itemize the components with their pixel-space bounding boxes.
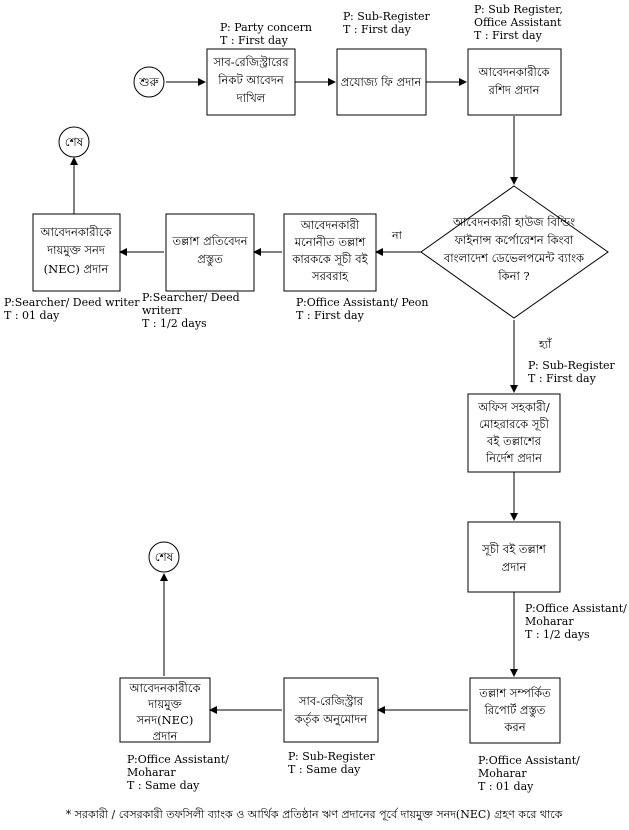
box-report-left-line-1: তল্লাশ প্রতিবেদন	[171, 234, 248, 248]
report-left-p-label: P:Searcher/ Deed	[142, 291, 240, 304]
decision-line-3: বাংলাদেশ ডেভেলপমেন্ট ব্যাংক	[443, 251, 585, 265]
box-supply-line-1: আবেদনকারী	[300, 218, 360, 232]
box-instruct-line-1: অফিস সহকারী/	[477, 400, 550, 414]
box-nec-bottom-line-1: আবেদনকারীকে	[128, 681, 201, 695]
nec-bottom-p-label: P:Office Assistant/	[127, 753, 229, 766]
box-nec-bottom-line-4: প্রদান	[153, 729, 179, 743]
box-instruct-line-2: মোহরারকে সূচী	[479, 417, 550, 432]
approve-p-label: P: Sub-Register	[288, 750, 376, 763]
instruct-t-label: T : First day	[528, 372, 597, 385]
nec-bottom-t-label: T : Same day	[127, 779, 200, 792]
nec-bottom-p2-label: Moharar	[127, 766, 176, 779]
box-search-report-line-1: তল্লাশ সম্পর্কিত	[478, 686, 552, 700]
report-left-t-label: T : 1/2 days	[142, 317, 207, 330]
box-report-left	[165, 213, 255, 292]
box-search-report-line-3: করন	[503, 720, 526, 734]
box-supply-line-2: মনোনীত তল্লাশ	[294, 235, 367, 249]
box-nec-bottom-line-3: সনদ(NEC)	[136, 713, 194, 727]
fee-p-label: P: Sub-Register	[343, 10, 431, 23]
nec-left-t-label: T : 01 day	[4, 309, 60, 322]
box-submit-line-1: সাব-রেজিস্ট্রারের	[212, 55, 289, 69]
box-approve	[283, 677, 379, 743]
fee-t-label: T : First day	[343, 23, 412, 36]
box-index-line-1: সূচী বই তল্লাশ	[481, 542, 547, 557]
box-nec-left-line-2: দায়মুক্ত সনদ	[46, 243, 106, 258]
approve-t-label: T : Same day	[288, 763, 361, 776]
decision-line-2: ফাইনান্স কর্পোরেশন কিংবা	[454, 233, 574, 247]
box-supply-line-3: কারককে সূচী বই	[291, 252, 368, 267]
box-fee	[336, 48, 427, 116]
box-fee-line-1: প্রযোজ্য ফি প্রদান	[341, 75, 423, 89]
search-report-p2-label: Moharar	[478, 767, 527, 780]
decision-no-label: না	[391, 229, 403, 242]
box-nec-bottom	[119, 677, 211, 743]
box-submit-line-3: দাখিল	[236, 91, 267, 105]
start-circle	[133, 66, 165, 98]
box-nec-left	[32, 213, 121, 292]
box-submit-line-2: নিকট আবেদন	[217, 73, 285, 87]
box-search-report-line-2: রিপোর্ট প্রস্তুত	[484, 703, 547, 718]
decision-diamond	[420, 185, 609, 319]
box-receipt-line-1: আবেদনকারীকে	[477, 65, 550, 79]
box-instruct	[467, 393, 561, 473]
decision-line-1: আবেদনকারী হাউজ বিল্ডিং	[452, 215, 575, 229]
box-instruct-line-3: বই তল্লাশের	[486, 434, 542, 448]
box-receipt	[467, 48, 562, 116]
report-left-p2-label: writerr	[142, 304, 182, 317]
end-top-label: শেষ	[65, 135, 84, 149]
submit-t-label: T : First day	[220, 34, 289, 47]
nec-left-p-label: P:Searcher/ Deed writer	[4, 296, 140, 309]
box-receipt-line-2: রশিদ প্রদান	[488, 83, 541, 97]
decision-line-4: কিনা ?	[497, 269, 529, 283]
receipt-t-label: T : First day	[474, 29, 543, 42]
decision-yes-label: হ্যাঁ	[538, 337, 552, 351]
submit-p-label: P: Party concern	[220, 21, 312, 34]
box-index	[467, 521, 561, 593]
box-index-line-2: প্রদান	[502, 560, 528, 574]
index-p2-label: Moharar	[525, 615, 574, 628]
box-nec-left-line-1: আবেদনকারীকে	[39, 225, 112, 239]
box-instruct-line-4: নির্দেশ প্রদান	[485, 451, 543, 465]
end-bottom-circle	[148, 541, 180, 573]
search-report-t-label: T : 01 day	[478, 780, 534, 793]
box-approve-line-2: কর্তৃক অনুমোদন	[294, 712, 369, 727]
box-submit	[206, 48, 296, 116]
box-nec-left-line-3: (NEC) প্রদান	[44, 262, 110, 276]
receipt-p-label: P: Sub Register,	[474, 3, 563, 16]
instruct-p-label: P: Sub-Register	[528, 359, 616, 372]
box-search-report	[469, 677, 561, 744]
box-supply	[283, 213, 377, 292]
receipt-p2-label: Office Assistant	[474, 16, 562, 29]
box-report-left-line-2: প্রস্তুত	[197, 252, 224, 267]
start-label: শুরু	[138, 75, 159, 89]
box-approve-line-1: সাব-রেজিস্ট্রার	[298, 694, 364, 708]
box-supply-line-4: সরবরাহ	[311, 269, 349, 283]
index-t-label: T : 1/2 days	[525, 628, 590, 641]
index-p-label: P:Office Assistant/	[525, 602, 627, 615]
search-report-p-label: P:Office Assistant/	[478, 754, 580, 767]
supply-t-label: T : First day	[296, 309, 365, 322]
box-nec-bottom-line-2: দায়মুক্ত	[147, 697, 183, 712]
footnote: * সরকারী / বেসরকারী তফসিলী ব্যাংক ও আর্থ…	[66, 808, 563, 821]
end-bottom-label: শেষ	[155, 550, 174, 564]
supply-p-label: P:Office Assistant/ Peon	[296, 296, 428, 309]
end-top-circle	[58, 126, 90, 158]
